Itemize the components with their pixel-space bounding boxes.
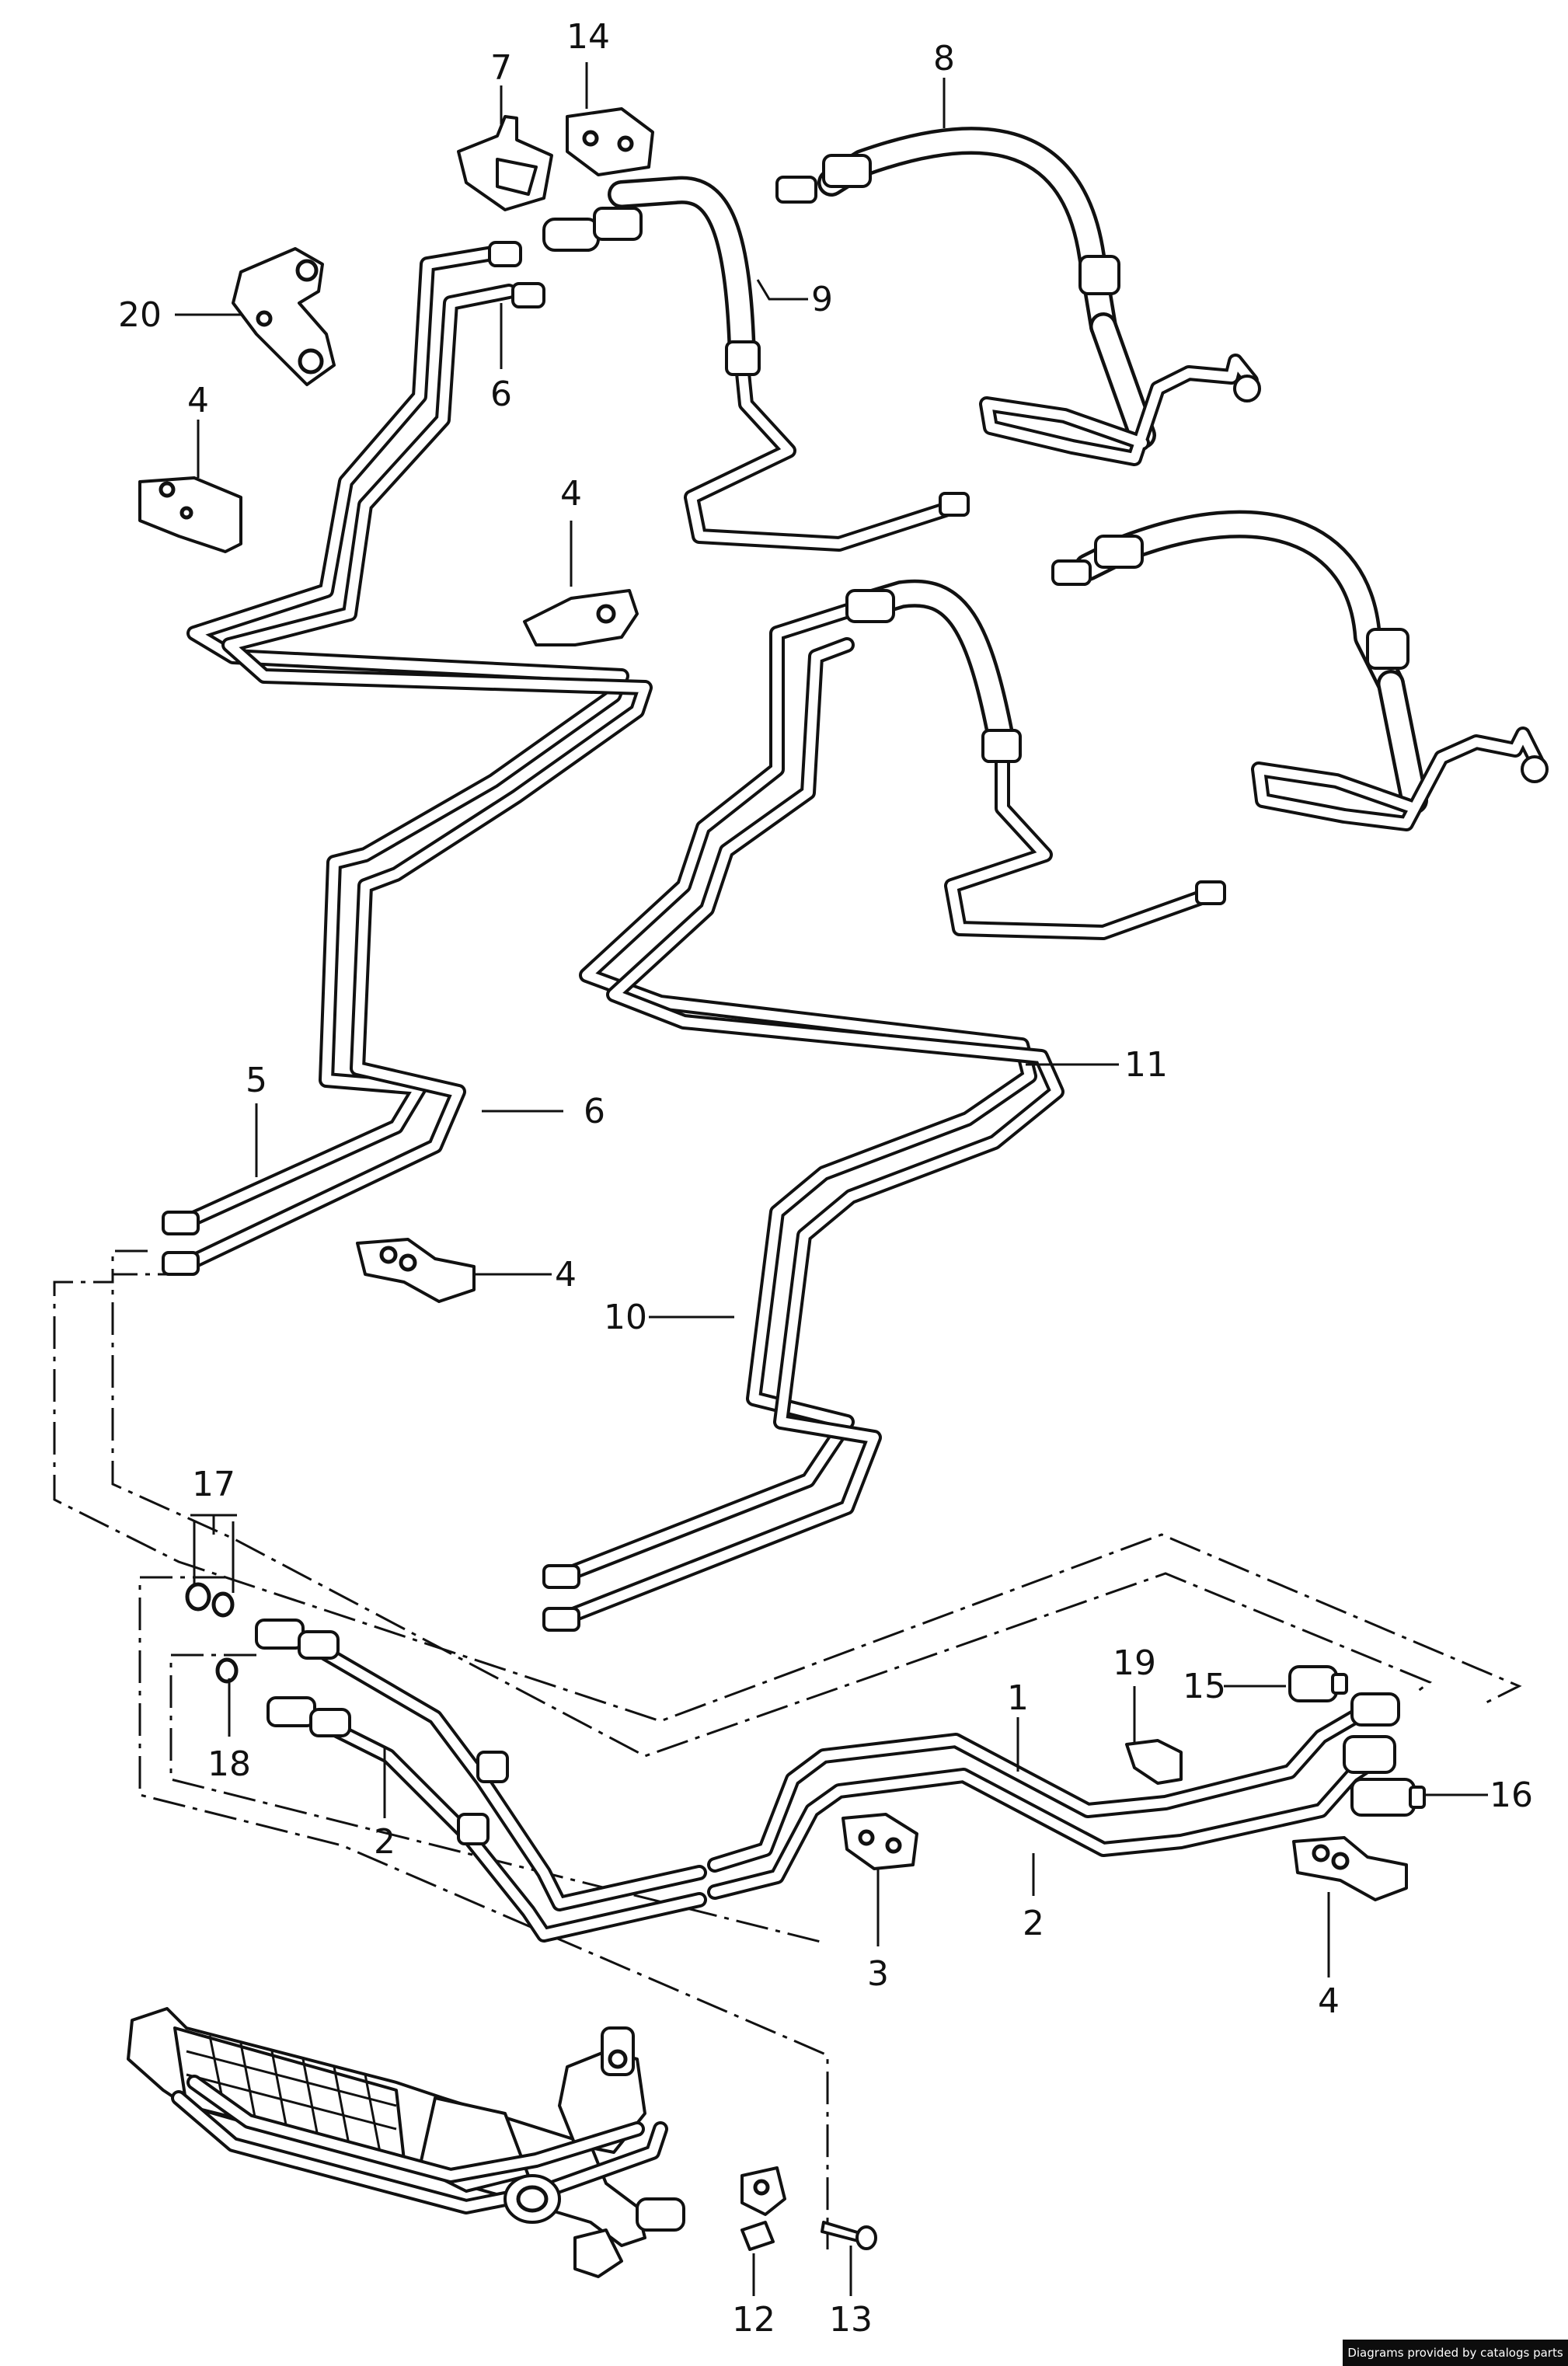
credit-banner: Diagrams provided by catalogs parts <box>1343 2340 1568 2366</box>
callout-7: 7 <box>490 48 512 88</box>
callout-8: 8 <box>933 39 955 78</box>
callout-18: 18 <box>207 1744 251 1784</box>
bracket-20 <box>232 247 336 386</box>
callout-4-upper-left: 4 <box>187 381 209 420</box>
clamp-4-b <box>523 589 639 646</box>
callout-17: 17 <box>192 1465 235 1504</box>
callout-9: 9 <box>811 280 833 319</box>
clamp-4-c <box>356 1238 476 1303</box>
callout-20: 20 <box>118 295 162 335</box>
hose-11-upper <box>845 579 1226 940</box>
callout-1: 1 <box>1007 1678 1029 1718</box>
clamp-3 <box>841 1813 918 1870</box>
callouts: 20 7 14 8 9 6 4 4 5 6 11 4 10 17 18 19 1… <box>118 17 1533 2340</box>
clamp-14 <box>566 107 654 176</box>
pipe-end-fittings <box>162 1211 580 1632</box>
hose-lower-sections <box>255 1619 1400 1845</box>
callout-4-lower: 4 <box>1318 1981 1340 2021</box>
callout-12: 12 <box>732 2300 775 2340</box>
sensor-16 <box>1350 1778 1426 1817</box>
pipe-line-10 <box>552 637 1064 1628</box>
clamp-4-d <box>1292 1836 1408 1901</box>
bolt-13 <box>821 2221 877 2250</box>
clamp-4-a <box>138 476 242 553</box>
callout-6-upper: 6 <box>490 375 512 414</box>
pipe-line-1 <box>287 1628 1375 1911</box>
callout-3: 3 <box>867 1954 889 1994</box>
sensor-15 <box>1288 1665 1348 1702</box>
hose-8 <box>775 127 1261 466</box>
leader-lines <box>175 62 1488 2296</box>
callout-5: 5 <box>246 1061 267 1100</box>
bracket-12 <box>740 2166 786 2251</box>
callout-4-mid: 4 <box>555 1255 577 1295</box>
callout-14: 14 <box>566 17 610 57</box>
seal-rings-17 <box>185 1582 235 1618</box>
hose-9 <box>488 176 970 552</box>
callout-15: 15 <box>1183 1667 1226 1706</box>
callout-10: 10 <box>604 1298 647 1337</box>
callout-2-right: 2 <box>1023 1904 1044 1943</box>
clip-19 <box>1125 1739 1183 1785</box>
callout-19: 19 <box>1113 1643 1156 1683</box>
callout-16: 16 <box>1490 1775 1533 1815</box>
seal-ring-18 <box>215 1657 239 1684</box>
callout-11: 11 <box>1124 1045 1168 1085</box>
callout-2-left: 2 <box>374 1822 395 1862</box>
callout-6-lower: 6 <box>584 1092 605 1131</box>
pipe-line-6 <box>183 284 653 1270</box>
callout-4-upper-mid: 4 <box>560 474 582 514</box>
steering-gear <box>127 2007 685 2278</box>
callout-13: 13 <box>829 2300 873 2340</box>
pipe-line-2 <box>303 1709 1383 1943</box>
hose-10-upper <box>1051 510 1549 831</box>
bracket-7 <box>457 115 553 211</box>
